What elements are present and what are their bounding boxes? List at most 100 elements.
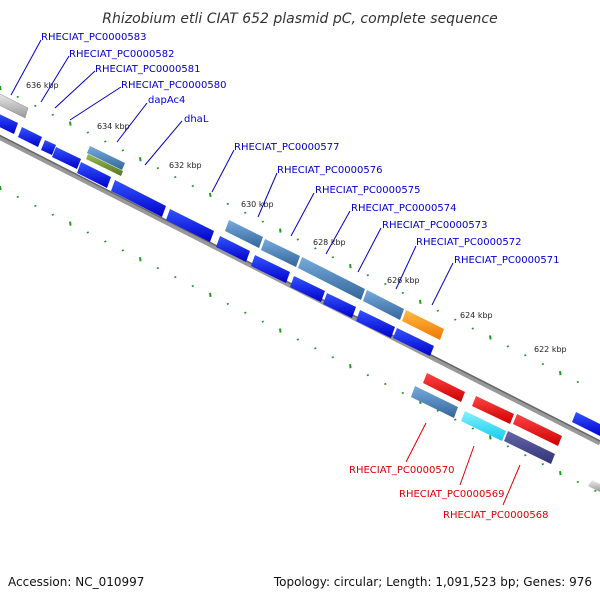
gc-skew-dot xyxy=(576,380,580,384)
gc-skew-dot xyxy=(191,284,195,288)
tick-label-632: 632 kbp xyxy=(169,161,202,170)
gc-skew-dot xyxy=(34,104,37,107)
gene-blue-8 xyxy=(216,236,250,262)
gc-skew-dot xyxy=(524,454,527,457)
gene-blue-4 xyxy=(52,147,81,169)
gene-orange-572 xyxy=(402,310,444,340)
gene-label-575: RHECIAT_PC0000575 xyxy=(315,185,420,196)
gc-skew-dot xyxy=(314,247,317,250)
gene-steel-577 xyxy=(225,220,263,248)
gc-skew-dot xyxy=(0,185,2,191)
gc-skew-dot xyxy=(454,318,457,321)
gc-skew-dot xyxy=(594,489,597,493)
gc-skew-dot xyxy=(349,264,352,269)
tick-label-624: 624 kbp xyxy=(460,311,493,320)
gene-labels-bottom: RHECIAT_PC0000570 RHECIAT_PC0000569 RHEC… xyxy=(349,465,548,521)
tick-label-628: 628 kbp xyxy=(313,238,346,247)
tick-labels: 636 kbp 634 kbp 632 kbp 630 kbp 628 kbp … xyxy=(26,81,567,354)
gene-label-572: RHECIAT_PC0000572 xyxy=(416,237,521,248)
gene-red-1 xyxy=(423,373,465,402)
gc-skew-dot xyxy=(331,256,335,259)
gene-label-568: RHECIAT_PC0000568 xyxy=(443,510,548,521)
gc-skew-dot xyxy=(69,121,72,126)
gc-skew-dot xyxy=(384,382,387,386)
tick-label-636: 636 kbp xyxy=(26,81,59,90)
gc-skew-dot xyxy=(506,345,510,348)
accession-text: Accession: NC_010997 xyxy=(8,575,144,589)
gc-skew-dot xyxy=(331,356,335,359)
gc-skew-dot xyxy=(226,302,230,305)
gene-label-571: RHECIAT_PC0000571 xyxy=(454,255,559,266)
gene-steel-570 xyxy=(411,386,458,418)
gene-blue-right xyxy=(572,412,600,436)
gc-skew-dot xyxy=(139,257,142,262)
gene-steel-576 xyxy=(261,239,300,267)
gc-skew-dot xyxy=(524,354,527,357)
gc-skew-dot xyxy=(226,202,230,205)
gene-blue-2 xyxy=(18,127,42,147)
gc-skew-dot xyxy=(51,213,55,216)
gene-red-2 xyxy=(472,396,514,424)
gc-skew-dot xyxy=(559,370,562,376)
gene-cyan-569 xyxy=(461,411,506,441)
gc-skew-dot xyxy=(244,211,247,214)
gene-blue-7 xyxy=(166,209,214,242)
label-leaders xyxy=(10,39,454,306)
gc-skew-dots-upper xyxy=(0,85,580,384)
gc-skew-dot xyxy=(366,273,370,277)
gc-skew-dot xyxy=(191,184,195,188)
gene-olive-dapac4 xyxy=(86,154,123,176)
gene-label-569: RHECIAT_PC0000569 xyxy=(399,489,504,500)
gene-label-576: RHECIAT_PC0000576 xyxy=(277,165,382,176)
gc-skew-dot xyxy=(279,328,282,333)
gene-labels-top: RHECIAT_PC0000583 RHECIAT_PC0000582 RHEC… xyxy=(41,32,559,266)
gene-gray-right xyxy=(588,480,600,492)
gene-label-dhal: dhaL xyxy=(184,114,209,125)
gc-skew-dot xyxy=(261,320,265,323)
gc-skew-dot xyxy=(86,231,90,234)
gene-blue-13 xyxy=(393,328,434,356)
gene-gray-edge xyxy=(0,93,29,119)
gc-skew-dot xyxy=(401,291,405,295)
gene-blue-10 xyxy=(290,276,325,302)
gc-skew-dot xyxy=(121,149,125,152)
gc-skew-dot xyxy=(244,311,247,314)
gc-skew-dot xyxy=(436,409,440,412)
gc-skew-dot xyxy=(209,192,212,198)
gene-label-570: RHECIAT_PC0000570 xyxy=(349,465,454,476)
gc-skew-dot xyxy=(104,240,107,243)
gc-skew-dot xyxy=(104,140,107,143)
gc-skew-dot xyxy=(296,238,300,241)
gc-skew-dot xyxy=(16,195,20,199)
gc-skew-dot xyxy=(366,373,370,377)
gc-skew-dot xyxy=(156,167,160,170)
gc-skew-dot xyxy=(51,113,55,116)
gc-skew-dot xyxy=(174,275,177,279)
gc-skew-dot xyxy=(454,418,457,421)
gc-skew-dot xyxy=(489,435,492,440)
gene-label-582: RHECIAT_PC0000582 xyxy=(69,49,174,60)
gc-skew-dot xyxy=(121,249,125,252)
gc-skew-dot xyxy=(541,463,545,466)
gc-skew-dot xyxy=(471,427,475,430)
gc-skew-dot xyxy=(506,445,510,448)
gc-skew-dot xyxy=(156,267,160,270)
gene-label-577: RHECIAT_PC0000577 xyxy=(234,142,339,153)
gene-label-583: RHECIAT_PC0000583 xyxy=(41,32,146,43)
gene-steel-dapac4 xyxy=(87,146,125,170)
gene-label-574: RHECIAT_PC0000574 xyxy=(351,203,456,214)
gc-skew-dot xyxy=(384,282,387,286)
gc-skew-dot xyxy=(576,480,580,484)
tick-label-626: 626 kbp xyxy=(387,276,420,285)
label-leaders-bottom xyxy=(405,422,521,506)
gc-skew-dot xyxy=(419,299,422,304)
gc-skew-dots-lower xyxy=(0,185,597,493)
gc-skew-dot xyxy=(296,338,300,341)
gc-skew-dot xyxy=(174,175,177,179)
gc-skew-dot xyxy=(69,221,72,226)
gene-label-580: RHECIAT_PC0000580 xyxy=(121,80,226,91)
gc-skew-dot xyxy=(559,470,562,476)
gc-skew-dot xyxy=(139,157,142,162)
gene-steel-575 xyxy=(298,257,365,300)
